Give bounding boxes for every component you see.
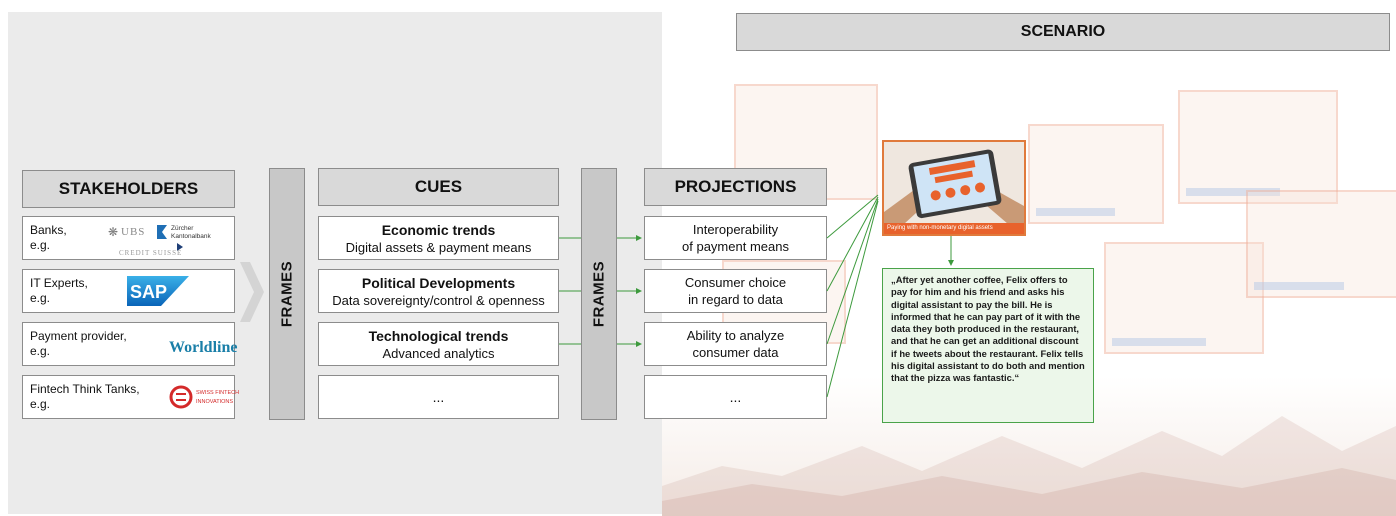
cue-economic-trends: Economic trends Digital assets & payment… bbox=[318, 216, 559, 260]
frames-bar-left: FRAMES bbox=[269, 168, 305, 420]
svg-text:Worldline: Worldline bbox=[169, 339, 237, 356]
svg-text:INNOVATIONS: INNOVATIONS bbox=[196, 399, 233, 405]
projections-header: PROJECTIONS bbox=[644, 168, 827, 206]
stakeholder-payment-provider: Payment provider, e.g. Worldline bbox=[22, 322, 237, 366]
stakeholder-label: IT Experts, e.g. bbox=[30, 276, 88, 305]
stakeholders-header: STAKEHOLDERS bbox=[22, 170, 235, 208]
worldline-logo: Worldline bbox=[169, 339, 237, 356]
stakeholder-label: Payment provider, e.g. bbox=[30, 329, 127, 358]
projection-consumer-choice: Consumer choice in regard to data bbox=[644, 269, 827, 313]
mountain-silhouette bbox=[662, 416, 1396, 516]
storyboard-panel-6 bbox=[1178, 90, 1338, 204]
cue-title: Technological trends bbox=[368, 327, 509, 344]
svg-text:Kantonalbank: Kantonalbank bbox=[171, 233, 212, 240]
tablet-illustration bbox=[884, 142, 1024, 224]
frames-bar-right: FRAMES bbox=[581, 168, 617, 420]
projection-line: consumer data bbox=[692, 345, 779, 360]
stakeholder-banks: Banks, e.g. ❋ UBS Zürcher Kantonalbank C… bbox=[22, 216, 235, 260]
scenario-thumbnail-image: 4 Paying with non-monetary digital asset… bbox=[882, 140, 1026, 236]
sap-logo: SAP bbox=[127, 276, 189, 306]
swiss-fintech-logo: SWISS FINTECH INNOVATIONS bbox=[169, 385, 239, 409]
stakeholder-label: Fintech Think Tanks, e.g. bbox=[30, 382, 140, 411]
ubs-logo: ❋ UBS bbox=[108, 225, 145, 239]
cue-title: Political Developments bbox=[361, 274, 516, 291]
svg-text:❋: ❋ bbox=[108, 225, 118, 239]
projection-ellipsis: ... bbox=[644, 375, 827, 419]
projection-line: Interoperability bbox=[692, 222, 779, 237]
svg-text:SWISS FINTECH: SWISS FINTECH bbox=[196, 390, 239, 396]
cue-subtitle: Digital assets & payment means bbox=[345, 239, 532, 255]
bank-logos: ❋ UBS Zürcher Kantonalbank CREDIT SUISSE bbox=[108, 225, 212, 257]
svg-text:Zürcher: Zürcher bbox=[171, 225, 194, 232]
credit-suisse-logo: CREDIT SUISSE bbox=[119, 243, 183, 257]
diagram-background-panel bbox=[8, 12, 662, 514]
frames-label: FRAMES bbox=[278, 260, 296, 328]
cue-subtitle: Advanced analytics bbox=[382, 345, 495, 361]
zkb-logo: Zürcher Kantonalbank bbox=[157, 225, 212, 240]
thumbnail-caption: Paying with non-monetary digital assets bbox=[884, 223, 1024, 234]
storyboard-panel-8 bbox=[1246, 190, 1396, 298]
stakeholder-fintech-think-tanks: Fintech Think Tanks, e.g. SWISS FINTECH … bbox=[22, 375, 239, 419]
chevron-right-icon bbox=[240, 262, 264, 322]
stakeholder-it-experts: IT Experts, e.g. SAP bbox=[22, 269, 235, 313]
projection-line: in regard to data bbox=[688, 292, 783, 307]
stakeholder-label: Banks, e.g. bbox=[30, 223, 67, 252]
svg-text:UBS: UBS bbox=[121, 226, 145, 238]
storyboard-panel-7 bbox=[1104, 242, 1264, 354]
projection-line: Consumer choice bbox=[684, 275, 787, 290]
cue-technological-trends: Technological trends Advanced analytics bbox=[318, 322, 559, 366]
cue-title: Economic trends bbox=[381, 221, 496, 238]
svg-text:CREDIT SUISSE: CREDIT SUISSE bbox=[119, 249, 182, 257]
scenario-quote-box: „After yet another coffee, Felix offers … bbox=[882, 268, 1094, 423]
cues-header: CUES bbox=[318, 168, 559, 206]
scenario-header: SCENARIO bbox=[736, 13, 1390, 51]
svg-text:SAP: SAP bbox=[130, 282, 167, 302]
projection-analyze-data: Ability to analyze consumer data bbox=[644, 322, 827, 366]
projection-line: Ability to analyze bbox=[686, 328, 785, 343]
projection-line: of payment means bbox=[682, 239, 789, 254]
projection-line: ... bbox=[729, 388, 742, 405]
cue-ellipsis: ... bbox=[318, 375, 559, 419]
projection-interoperability: Interoperability of payment means bbox=[644, 216, 827, 260]
cue-title: ... bbox=[432, 388, 445, 405]
frames-label: FRAMES bbox=[590, 260, 608, 328]
storyboard-panel-5 bbox=[1028, 124, 1164, 224]
cue-subtitle: Data sovereignty/control & openness bbox=[332, 292, 545, 308]
cue-political-developments: Political Developments Data sovereignty/… bbox=[318, 269, 559, 313]
